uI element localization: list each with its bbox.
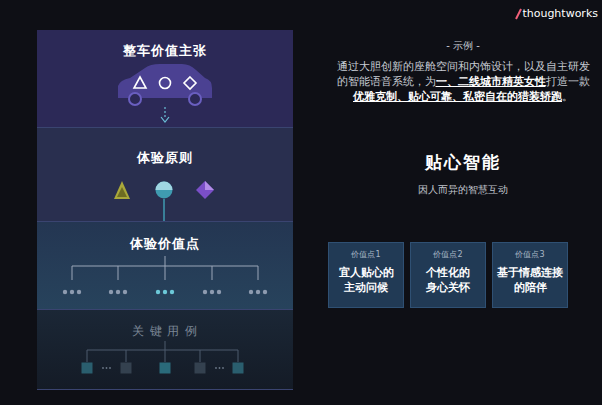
band: 关 键 用 例: [37, 310, 293, 390]
band-title: 体验价值点: [37, 235, 293, 253]
value-number: 价值点3: [493, 249, 567, 260]
value-dots: [63, 290, 267, 294]
logo-text: thoughtworks: [522, 7, 598, 20]
usecase-squares: [82, 363, 244, 374]
value-text: 宜人贴心的主动问候: [337, 266, 395, 296]
band-ground: [37, 128, 293, 222]
principle-icons: [114, 181, 214, 222]
example-tag: - 示例 -: [446, 39, 480, 53]
value-number: 价值点2: [411, 249, 485, 260]
band-ground: [37, 30, 293, 128]
value-box: 价值点1 宜人贴心的主动问候: [328, 242, 404, 308]
value-number: 价值点1: [329, 249, 403, 260]
body-text: 打造一款: [546, 75, 590, 87]
usecase-tree: [87, 341, 238, 362]
logo-mark: [516, 9, 521, 19]
band: 整车价值主张: [37, 30, 293, 128]
band-ground: [37, 222, 293, 310]
band-ground: [37, 310, 293, 390]
body-text: 。: [562, 90, 573, 102]
dashed-arrow: [161, 107, 169, 122]
headline: 贴心智能: [425, 151, 501, 174]
car-icon: [118, 64, 212, 105]
highlight-text: 优雅克制、贴心可靠、私密自在的猎装轿跑: [353, 90, 562, 102]
band: 体验原则: [37, 128, 293, 222]
highlight-text: 一、二线城市精英女性: [436, 75, 546, 87]
value-tree: [72, 256, 258, 280]
band-title: 关 键 用 例: [37, 323, 293, 340]
band: 体验价值点: [37, 222, 293, 310]
band-title: 整车价值主张: [37, 42, 293, 60]
value-text: 基于情感连接的陪伴: [496, 266, 564, 296]
description: 通过大胆创新的座舱空间和内饰设计，以及自主研发的智能语音系统，为一、二线城市精英…: [334, 59, 592, 104]
subtitle: 因人而异的智慧互动: [418, 184, 508, 197]
value-box: 价值点3 基于情感连接的陪伴: [492, 242, 568, 308]
value-box: 价值点2 个性化的身心关怀: [410, 242, 486, 308]
value-text: 个性化的身心关怀: [425, 266, 471, 296]
band-title: 体验原则: [37, 149, 293, 167]
